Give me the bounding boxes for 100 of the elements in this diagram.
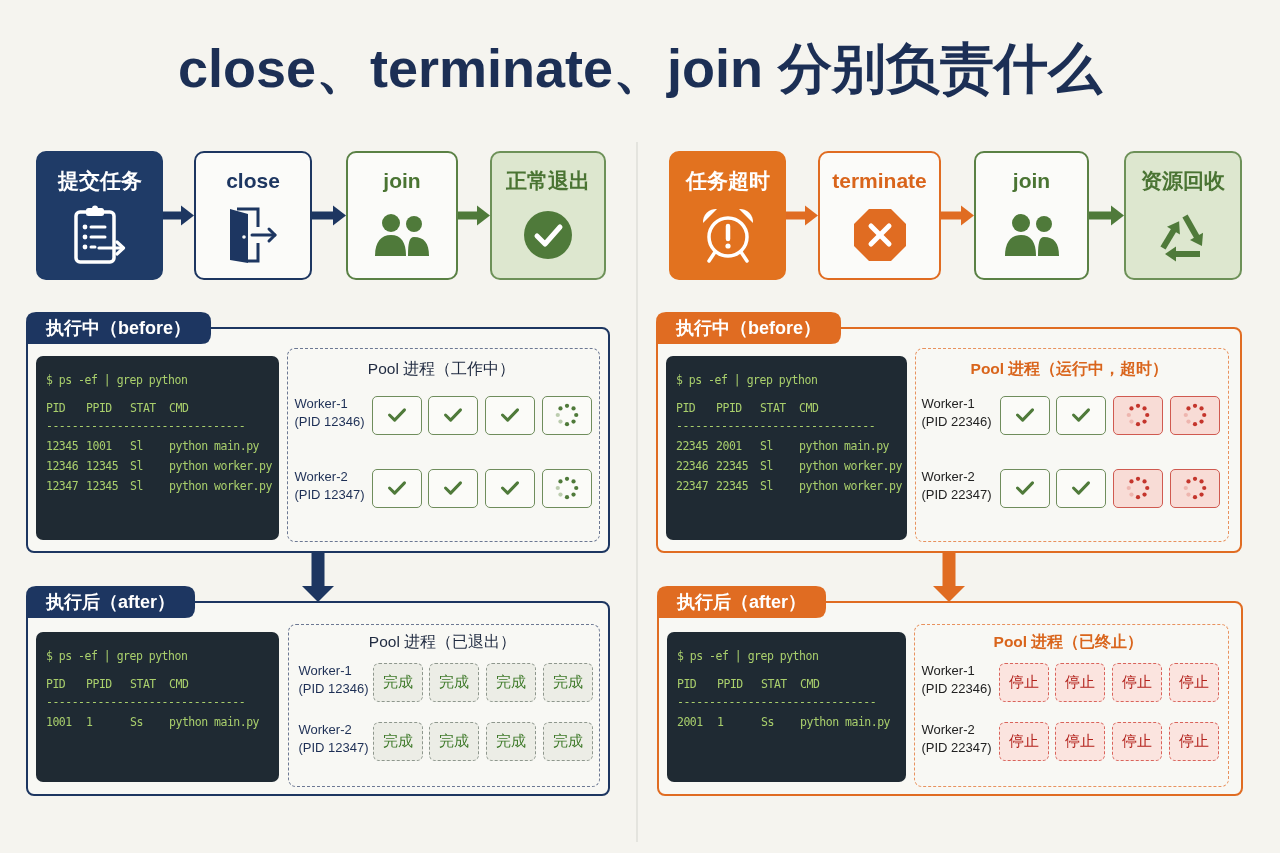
task-box (427, 395, 478, 435)
terminal-line: ------------------------------- (46, 418, 246, 435)
arrow (312, 205, 346, 226)
status-box: 完成 (372, 721, 423, 761)
status-box: 完成 (485, 662, 536, 702)
dashed-group-box (915, 348, 1229, 542)
status-box: 停止 (1054, 721, 1105, 761)
terminal-line: 22347 22345 Sl python worker.py (676, 478, 902, 495)
terminal-line: 2001 1 Ss python main.py (677, 714, 891, 731)
task-box (1169, 468, 1220, 508)
task-box (484, 395, 535, 435)
step-title: terminate (832, 168, 927, 194)
status-box: 完成 (542, 662, 593, 702)
group-heading: Pool 进程（工作中） (367, 358, 516, 379)
terminal-line: 1001 1 Ss python main.py (46, 714, 260, 731)
dashed-group-box (287, 348, 600, 542)
terminal-window (36, 356, 279, 540)
worker-label: Worker-1 (PID 12346) (294, 395, 366, 431)
status-box: 完成 (428, 721, 479, 761)
status-box: 完成 (542, 721, 593, 761)
task-box (484, 468, 535, 508)
arrow (458, 205, 490, 226)
panel-heading: 执行中（before） (46, 317, 191, 340)
status-box: 停止 (1168, 721, 1219, 761)
terminal-line: 22345 2001 Sl python main.py (676, 438, 890, 455)
step-box (346, 151, 458, 280)
step-title: 任务超时 (685, 168, 770, 194)
task-box (541, 468, 592, 508)
status-box: 完成 (372, 662, 423, 702)
task-box (371, 395, 422, 435)
status-box: 完成 (485, 721, 536, 761)
task-box (1055, 395, 1106, 435)
step-box (669, 151, 786, 280)
group-heading: Pool 进程（运行中，超时） (970, 358, 1169, 379)
status-box: 停止 (998, 721, 1049, 761)
panel-heading: 执行后（after） (46, 591, 175, 614)
terminal-window (667, 632, 906, 782)
arrow (933, 553, 965, 602)
step-title: join (383, 168, 421, 194)
terminal-line: PID PPID STAT CMD (46, 400, 189, 417)
arrow (1089, 205, 1124, 226)
step-box (490, 151, 606, 280)
arrow (302, 553, 334, 602)
task-box (541, 395, 592, 435)
step-box (194, 151, 312, 280)
terminal-line: PID PPID STAT CMD (676, 400, 819, 417)
status-box: 停止 (1111, 662, 1162, 702)
terminal-line: 12347 12345 Sl python worker.py (46, 478, 272, 495)
task-box (1112, 395, 1163, 435)
group-heading: Pool 进程（已终止） (993, 631, 1144, 652)
terminal-line: PID PPID STAT CMD (46, 676, 189, 693)
step-title: 资源回收 (1141, 168, 1225, 194)
arrow (163, 205, 194, 226)
terminal-line: ------------------------------- (677, 694, 877, 711)
group-heading: Pool 进程（已退出） (368, 631, 517, 652)
status-box: 停止 (1168, 662, 1219, 702)
step-box (1124, 151, 1242, 280)
panel (656, 312, 1242, 553)
step-box (36, 151, 163, 280)
task-box (371, 468, 422, 508)
terminal-line: 12345 1001 Sl python main.py (46, 438, 260, 455)
task-box (1169, 395, 1220, 435)
worker-label: Worker-2 (PID 12347) (298, 721, 370, 757)
worker-label: Worker-1 (PID 22346) (921, 662, 993, 698)
arrow (786, 205, 818, 226)
status-box: 完成 (428, 662, 479, 702)
worker-label: Worker-2 (PID 22347) (921, 721, 993, 757)
step-box (818, 151, 941, 280)
terminal-window (36, 632, 279, 782)
status-box: 停止 (1111, 721, 1162, 761)
panel-heading: 执行中（before） (676, 317, 821, 340)
terminal-window (666, 356, 907, 540)
task-box (1112, 468, 1163, 508)
title: close、terminate、join 分别负责什么 (177, 37, 1103, 100)
terminal-line: 22346 22345 Sl python worker.py (676, 458, 902, 475)
step-title: 正常退出 (506, 168, 590, 194)
dashed-group-box (914, 624, 1229, 787)
panel (26, 312, 610, 553)
worker-label: Worker-2 (PID 12347) (294, 468, 366, 504)
terminal-line: ------------------------------- (676, 418, 876, 435)
worker-label: Worker-1 (PID 22346) (921, 395, 993, 431)
task-box (999, 468, 1050, 508)
task-box (999, 395, 1050, 435)
terminal-line: PID PPID STAT CMD (677, 676, 820, 693)
task-box (1055, 468, 1106, 508)
terminal-line: $ ps -ef | grep python (676, 372, 818, 389)
step-title: join (1012, 168, 1051, 194)
status-box: 停止 (998, 662, 1049, 702)
step-box (974, 151, 1089, 280)
worker-label: Worker-2 (PID 22347) (921, 468, 993, 504)
terminal-line: $ ps -ef | grep python (677, 648, 819, 665)
terminal-line: $ ps -ef | grep python (46, 372, 188, 389)
step-title: 提交任务 (57, 168, 142, 194)
panel (657, 586, 1243, 796)
worker-label: Worker-1 (PID 12346) (298, 662, 370, 698)
status-box: 停止 (1054, 662, 1105, 702)
task-box (427, 468, 478, 508)
arrow (941, 205, 974, 226)
panel (26, 586, 610, 796)
dashed-group-box (288, 624, 600, 787)
